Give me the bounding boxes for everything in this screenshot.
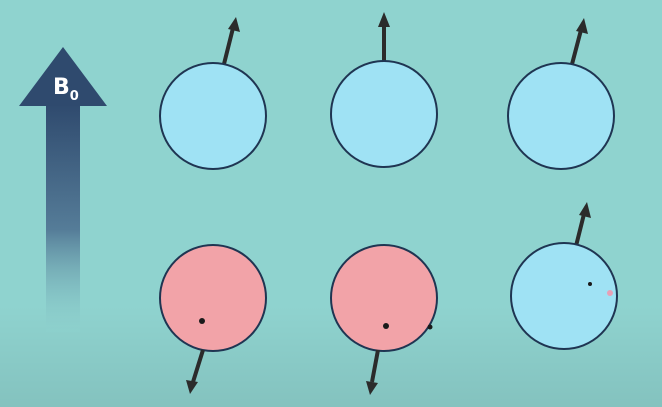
field-arrow-shaft xyxy=(46,104,80,332)
spin-arrow-shaft xyxy=(191,349,205,383)
sphere-dot xyxy=(427,324,433,330)
field-label: B0 xyxy=(53,75,79,104)
spin-bottom-middle xyxy=(330,244,438,395)
spin-up-sphere xyxy=(330,60,438,168)
spin-arrow-head xyxy=(378,12,390,27)
field-arrow-head xyxy=(19,47,107,106)
spin-up-sphere xyxy=(510,242,618,350)
spin-bottom-left xyxy=(159,244,267,394)
spin-top-left xyxy=(159,17,267,170)
spin-up-sphere xyxy=(159,62,267,170)
spin-arrow-head xyxy=(366,381,378,395)
spin-arrow-head xyxy=(186,380,198,394)
spin-arrow-shaft xyxy=(370,349,380,383)
spin-arrow-shaft xyxy=(574,213,586,247)
spin-down-sphere xyxy=(330,244,438,352)
spin-up-sphere xyxy=(507,62,615,170)
field-label-main: B xyxy=(53,75,70,100)
sphere-dot xyxy=(588,282,592,286)
spin-arrow-head xyxy=(576,18,588,34)
field-arrow: B0 xyxy=(19,47,107,332)
spin-arrow-head xyxy=(579,202,591,218)
spin-top-middle xyxy=(330,12,438,168)
spin-arrow-shaft xyxy=(569,29,583,69)
sphere-highlight xyxy=(607,290,613,296)
sphere-dot xyxy=(199,318,205,324)
spin-top-right xyxy=(507,18,615,170)
field-label-subscript: 0 xyxy=(70,89,79,104)
spin-arrow-head xyxy=(228,17,240,32)
spin-down-sphere xyxy=(159,244,267,352)
spin-bottom-right xyxy=(510,202,618,350)
sphere-dot xyxy=(383,323,389,329)
